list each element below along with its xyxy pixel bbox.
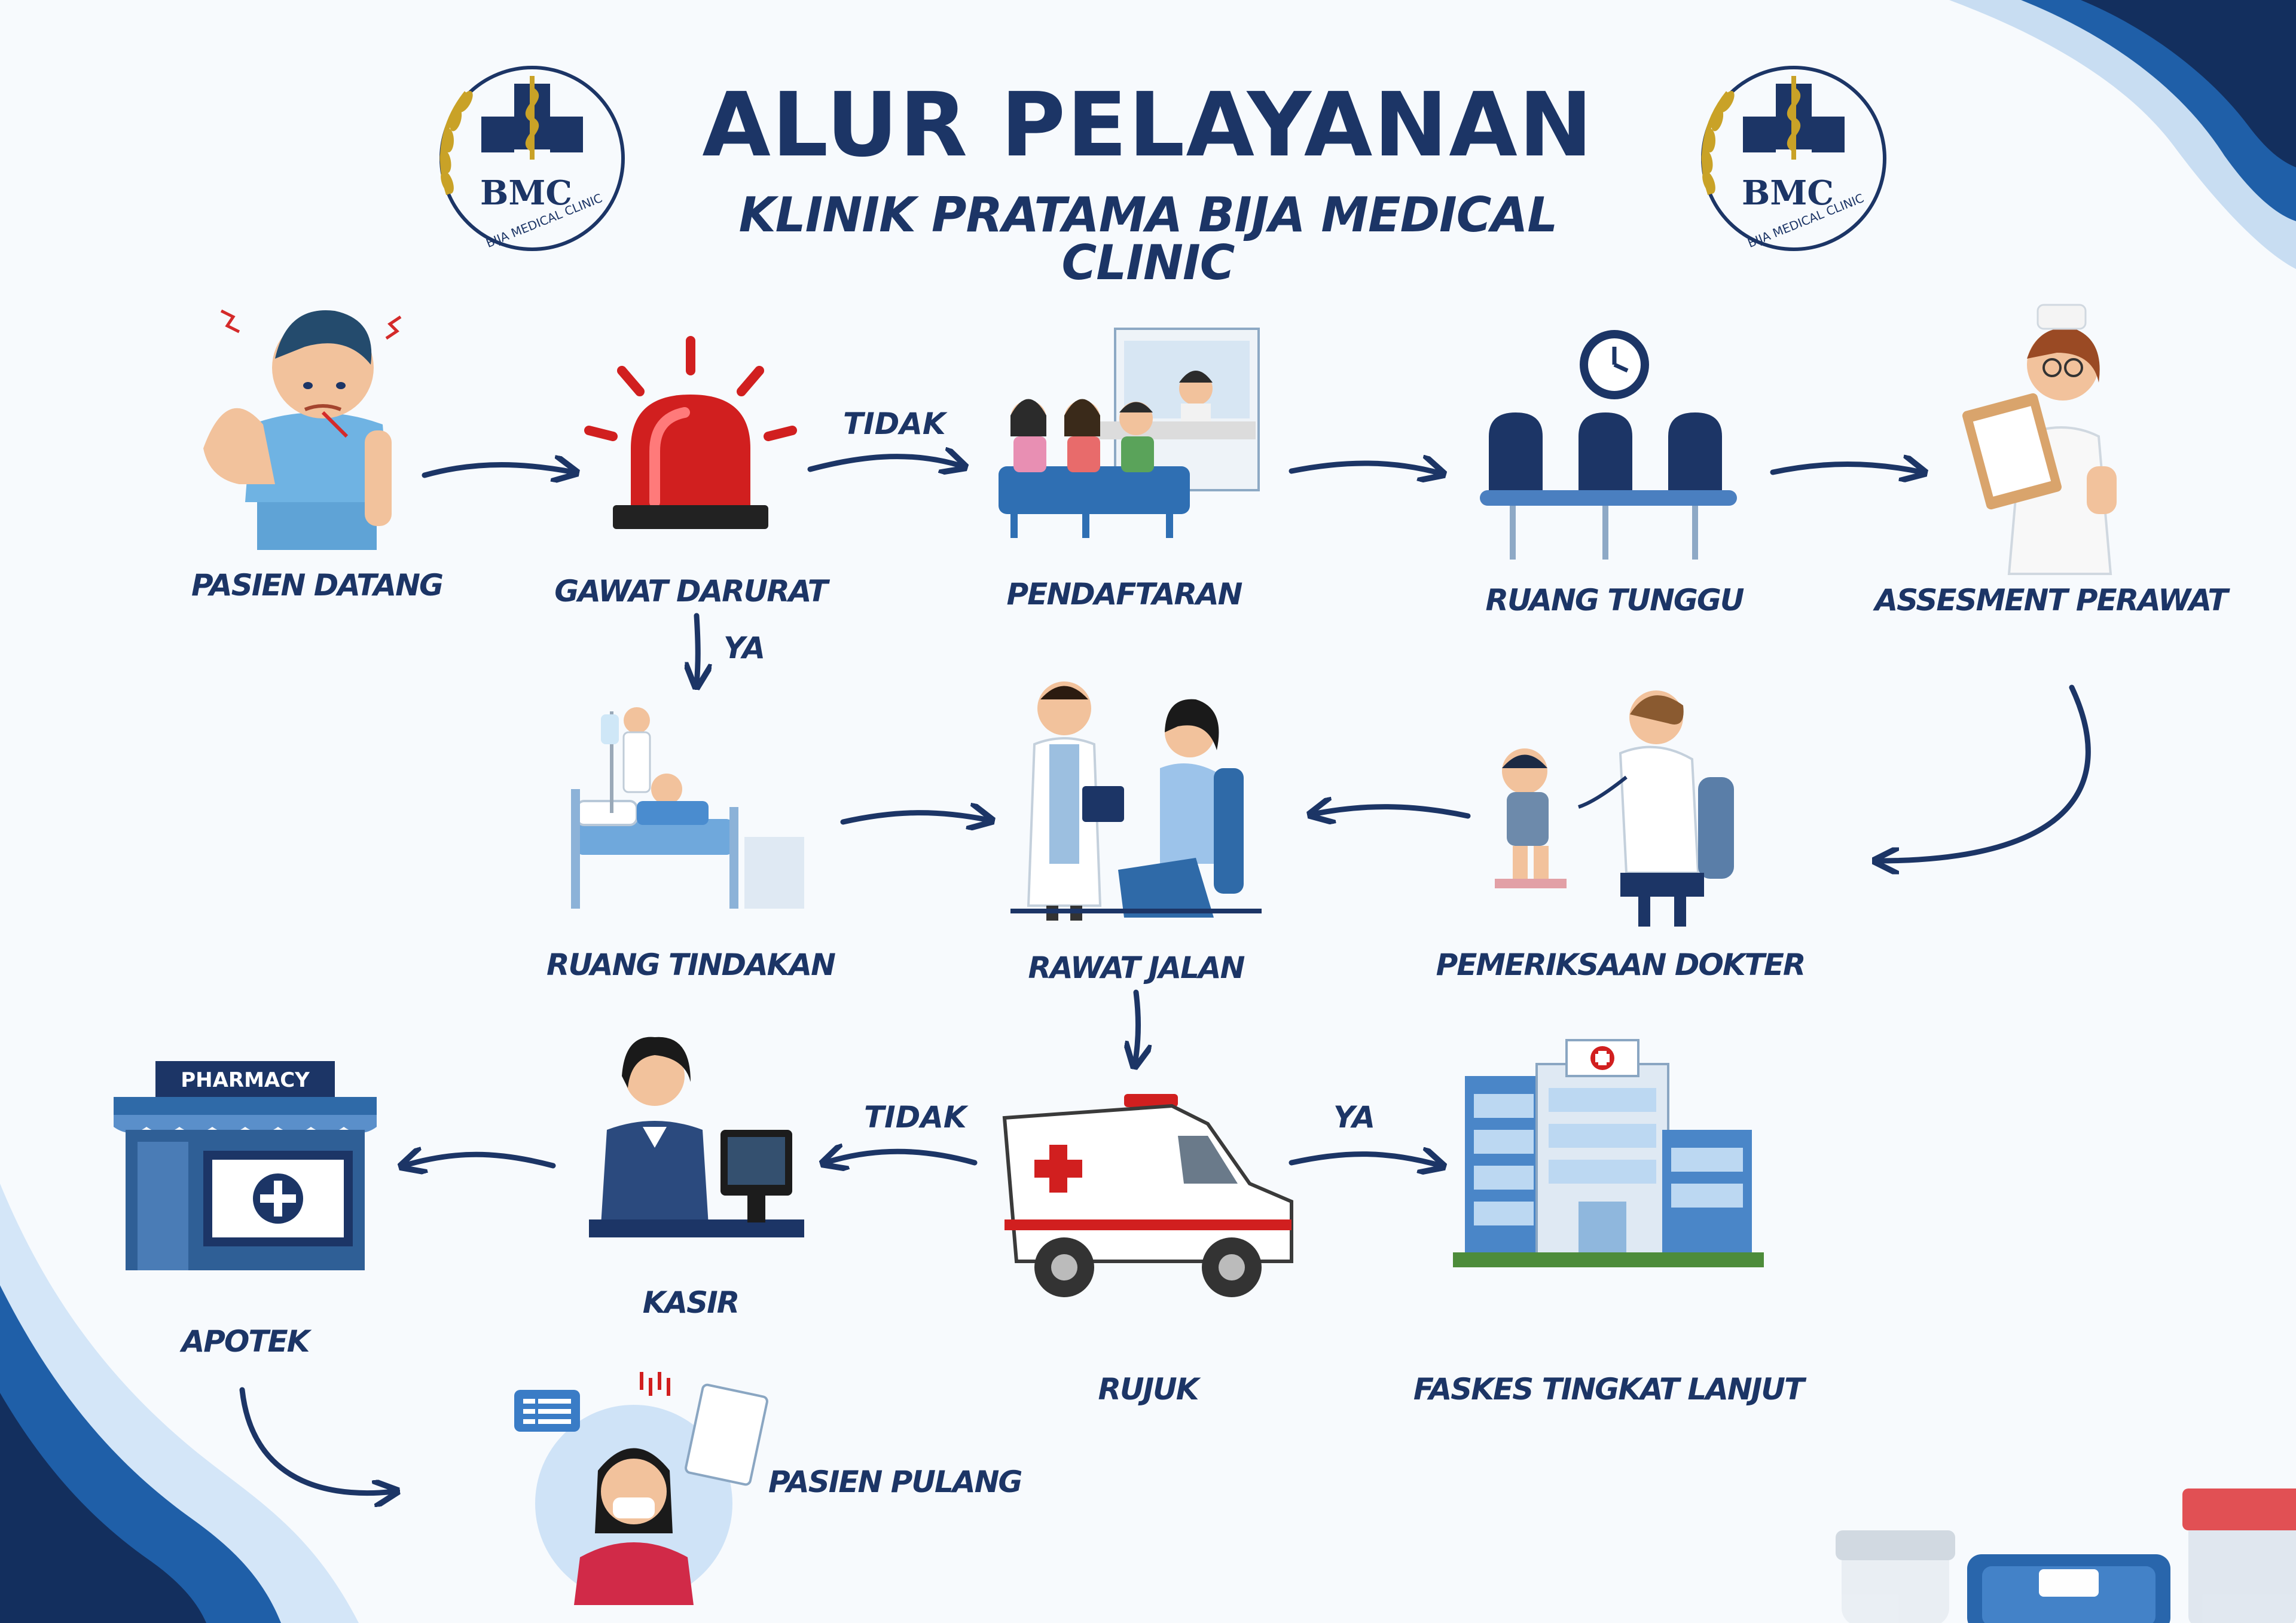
arrow-gawat-to-tindakan bbox=[697, 613, 698, 684]
bmc-logo-left: BMC BIJA MEDICAL CLINIC bbox=[425, 57, 628, 260]
step-assesment-perawat: ASSESMENT PERAWAT bbox=[1874, 299, 2228, 618]
logo-text: BMC bbox=[1742, 173, 1834, 213]
step-rawat-jalan: RAWAT JALAN bbox=[999, 667, 1274, 985]
step-label: GAWAT DARURAT bbox=[554, 574, 828, 609]
step-label: PEMERIKSAAN DOKTER bbox=[1436, 947, 1806, 982]
arrow-tindakan-to-rawat bbox=[840, 813, 990, 822]
logo-text: BMC bbox=[480, 173, 572, 213]
step-pasien-datang: PASIEN DATANG bbox=[185, 287, 448, 603]
condition-refer-yes: YA bbox=[1333, 1100, 1376, 1135]
bmc-logo-right: BMC BIJA MEDICAL CLINIC bbox=[1686, 57, 1889, 260]
step-label: RUJUK bbox=[1098, 1372, 1199, 1407]
step-label: PASIEN PULANG bbox=[768, 1465, 1022, 1499]
arrow-kasir-to-apotek bbox=[404, 1154, 556, 1166]
step-label: APOTEK bbox=[181, 1324, 310, 1359]
arrow-rawat-to-rujuk bbox=[1135, 989, 1138, 1064]
emergency-siren-icon bbox=[565, 329, 816, 568]
step-label: RAWAT JALAN bbox=[1028, 950, 1245, 985]
step-label: FASKES TINGKAT LANJUT bbox=[1413, 1372, 1805, 1407]
arrow-assesment-to-dokter bbox=[1877, 684, 2091, 861]
step-rujuk: RUJUK bbox=[993, 1082, 1303, 1407]
step-ruang-tindakan: RUANG TINDAKAN bbox=[546, 699, 836, 982]
arrow-rujuk-to-kasir bbox=[825, 1151, 978, 1163]
arrow-datang-to-gawat bbox=[422, 465, 574, 476]
step-label: RUANG TUNGGU bbox=[1485, 583, 1744, 618]
page-title: ALUR PELAYANAN bbox=[702, 74, 1594, 176]
doctor-consultation-icon bbox=[1010, 667, 1262, 921]
step-faskes-tingkat-lanjut: FASKES TINGKAT LANJUT bbox=[1413, 1040, 1805, 1407]
ambulance-icon bbox=[1002, 1082, 1293, 1321]
patient-home-icon bbox=[514, 1372, 768, 1617]
medicine-decoration bbox=[1836, 1488, 2296, 1623]
cashier-icon bbox=[565, 1028, 816, 1267]
step-ruang-tunggu: RUANG TUNGGU bbox=[1477, 311, 1752, 618]
condition-emergency-yes: YA bbox=[723, 631, 766, 665]
registration-desk-icon bbox=[999, 293, 1260, 556]
step-pemeriksaan-dokter: PEMERIKSAAN DOKTER bbox=[1436, 681, 1806, 982]
step-pendaftaran: PENDAFTARAN bbox=[987, 293, 1262, 612]
step-pasien-pulang: PASIEN PULANG bbox=[502, 1354, 1022, 1617]
doctor-examination-icon bbox=[1495, 681, 1752, 927]
step-label: ASSESMENT PERAWAT bbox=[1874, 583, 2228, 618]
waiting-room-chairs-icon bbox=[1480, 311, 1752, 562]
step-kasir: KASIR bbox=[565, 1028, 816, 1320]
step-apotek: PHARMACY APOTEK bbox=[108, 1034, 383, 1359]
step-label: PASIEN DATANG bbox=[191, 568, 444, 603]
page-subtitle: KLINIK PRATAMA BIJA MEDICAL CLINIC bbox=[738, 187, 1558, 291]
nurse-clipboard-icon bbox=[1919, 304, 2182, 575]
arrow-daftar-to-tunggu bbox=[1289, 463, 1441, 473]
arrow-apotek-to-pulang bbox=[239, 1387, 395, 1493]
condition-refer-no: TIDAK bbox=[864, 1100, 967, 1135]
arrow-gawat-to-daftar bbox=[807, 457, 963, 469]
arrow-rujuk-to-faskes bbox=[1289, 1154, 1441, 1166]
hospital-building-icon bbox=[1453, 1040, 1764, 1279]
hospital-bed-icon bbox=[571, 699, 804, 927]
step-label: PENDAFTARAN bbox=[1006, 577, 1243, 612]
arrow-dokter-to-rawat bbox=[1312, 807, 1471, 816]
step-label: KASIR bbox=[642, 1285, 740, 1320]
pharmacy-sign: PHARMACY bbox=[181, 1068, 310, 1092]
condition-emergency-no: TIDAK bbox=[843, 406, 946, 441]
sick-patient-icon bbox=[185, 287, 448, 550]
step-label: RUANG TINDAKAN bbox=[546, 947, 836, 982]
step-gawat-darurat: GAWAT DARURAT bbox=[554, 329, 828, 609]
pharmacy-store-icon: PHARMACY bbox=[114, 1034, 377, 1285]
arrow-tunggu-to-assesment bbox=[1770, 464, 1922, 473]
